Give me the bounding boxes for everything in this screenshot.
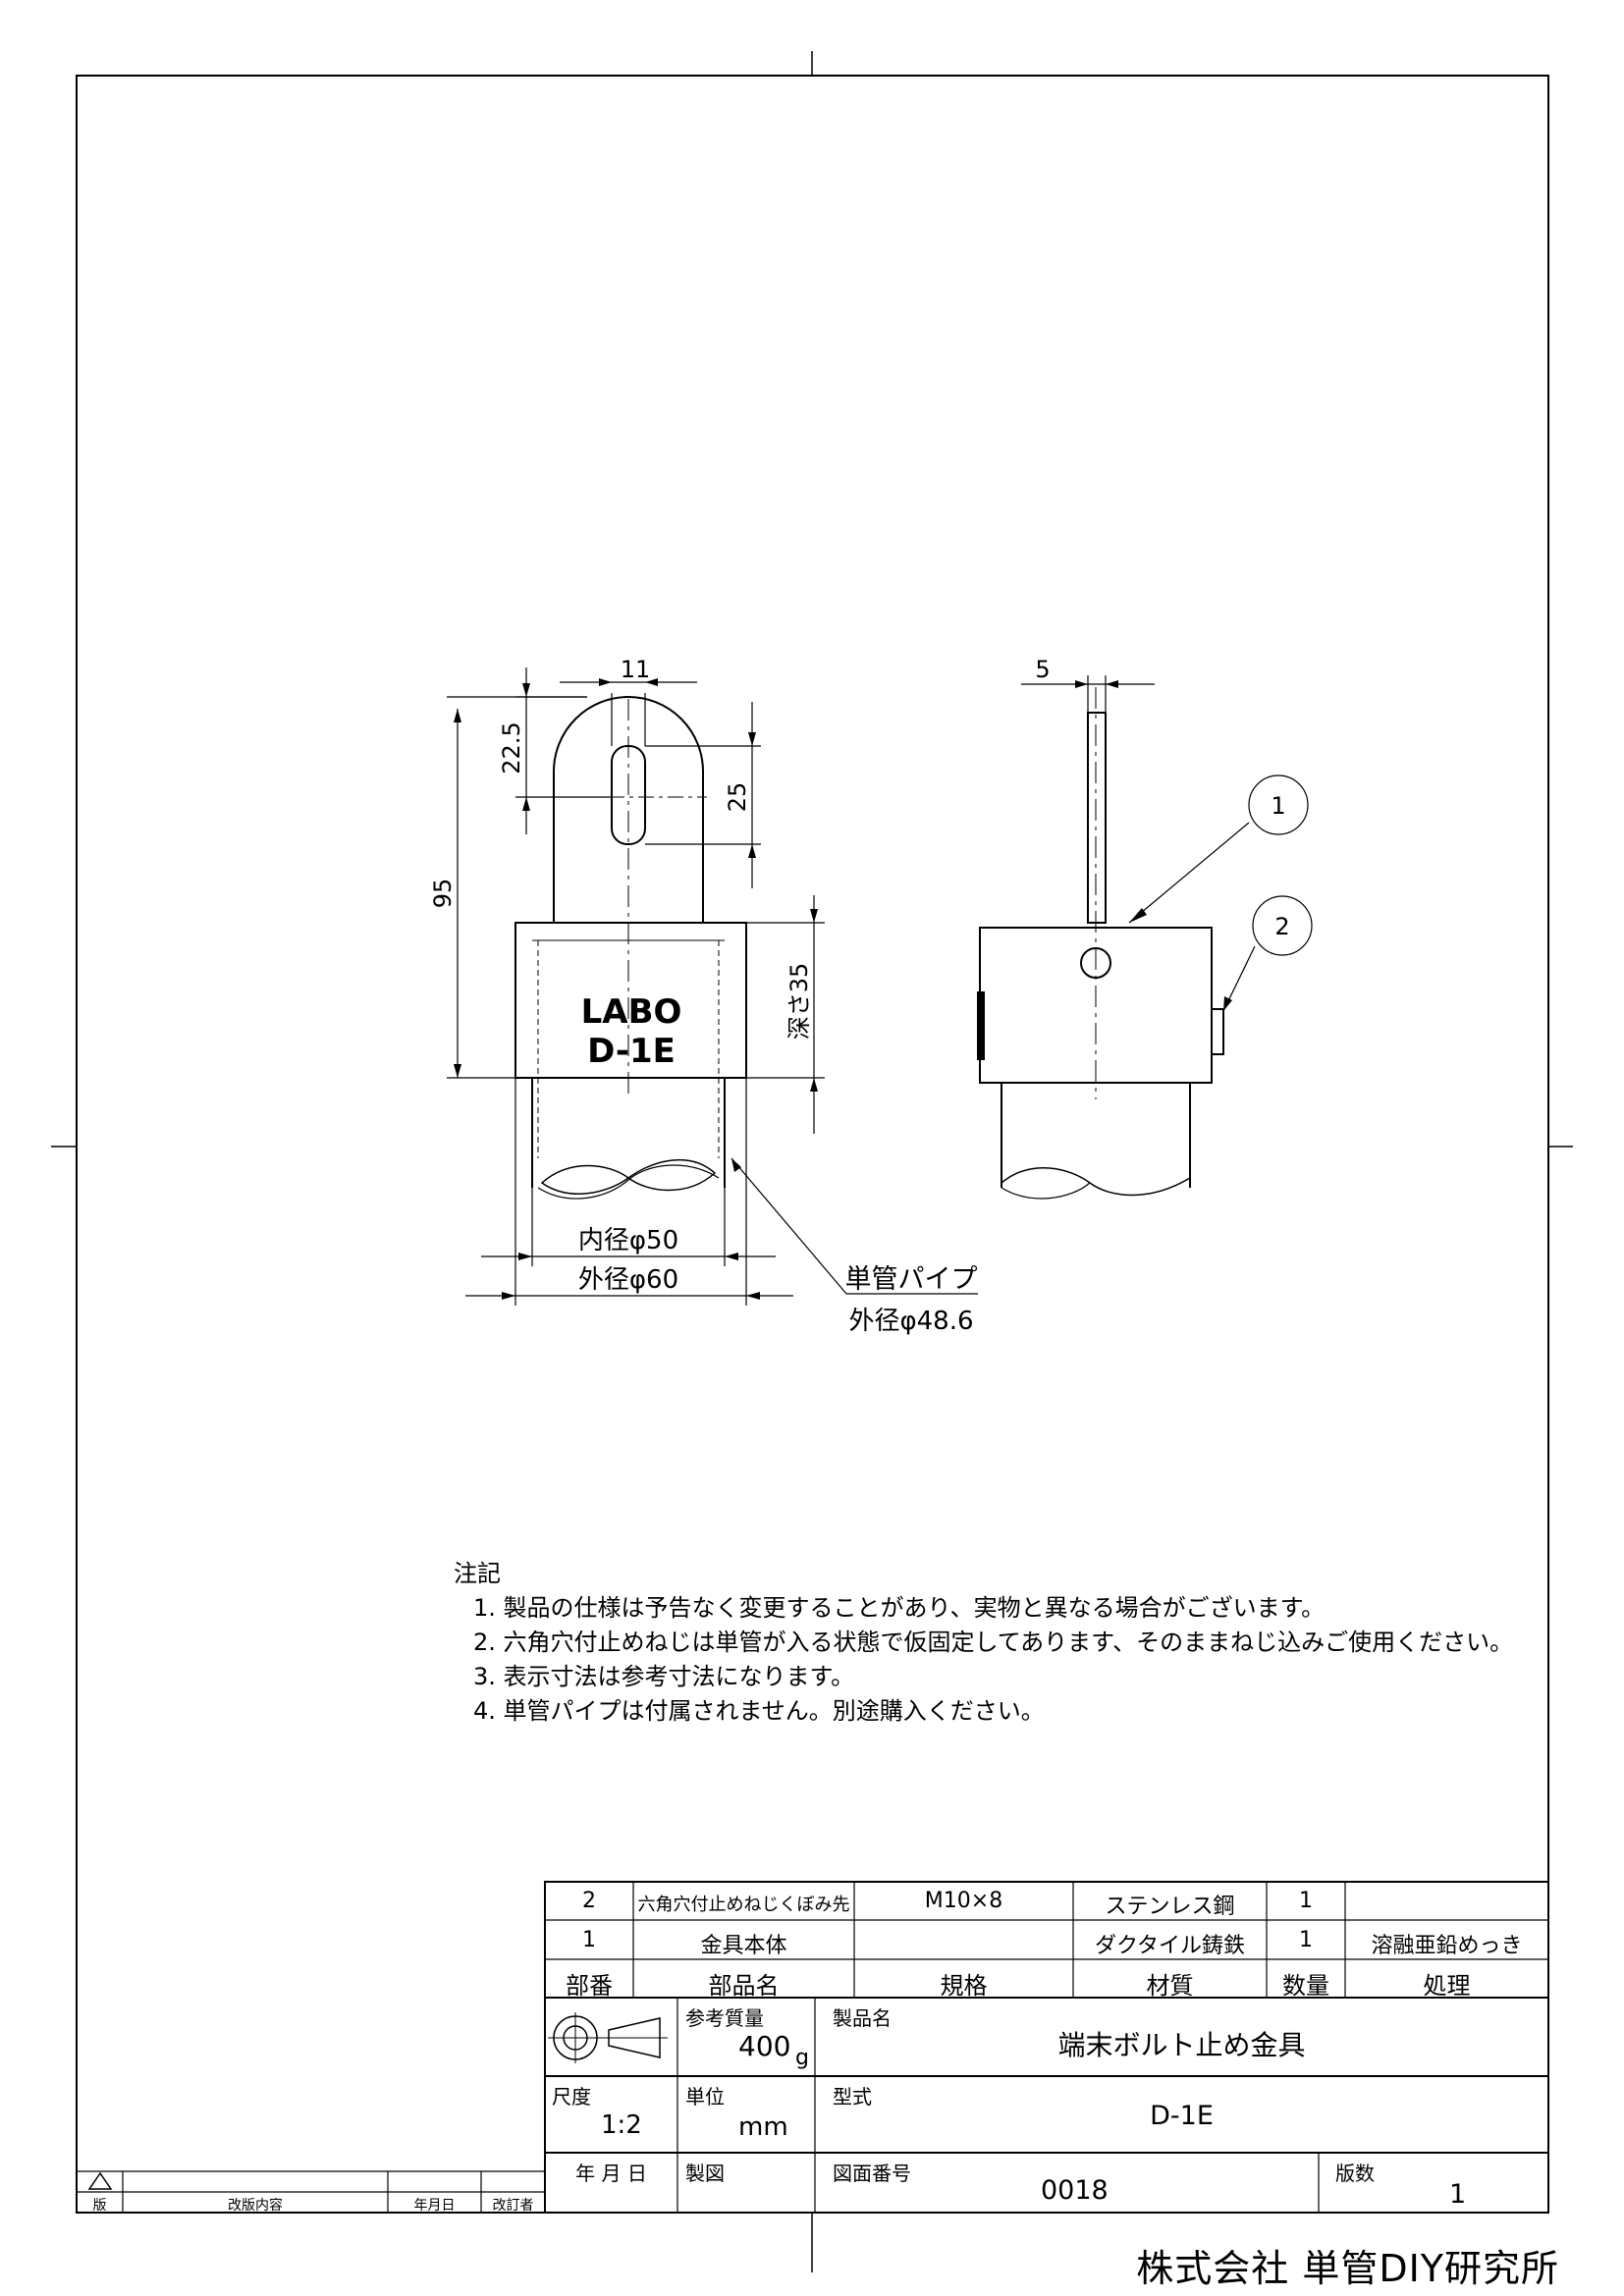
revision-header-content: 改版内容 — [228, 2198, 283, 2214]
unit-value: mm — [738, 2112, 788, 2142]
edition-label: 版数 — [1335, 2162, 1375, 2185]
dim-outer-diameter: 外径φ60 — [578, 1265, 678, 1295]
mass-label: 参考質量 — [685, 2006, 764, 2030]
front-view-arrowheads — [454, 678, 818, 1300]
part-1-treatment: 溶融亜鉛めっき — [1371, 1934, 1523, 1958]
drafter-label: 製図 — [685, 2162, 725, 2185]
part-2-material: ステンレス鋼 — [1105, 1895, 1235, 1919]
header-spec: 規格 — [940, 1972, 988, 2000]
dim-plate-thickness: 5 — [1035, 656, 1050, 683]
edition-value: 1 — [1449, 2179, 1467, 2210]
dim-slot-length: 25 — [724, 782, 751, 813]
revision-header-edition: 版 — [92, 2198, 107, 2214]
front-view — [514, 696, 747, 1200]
note-item-2: 2. 六角穴付止めねじは単管が入る状態で仮固定してあります、そのままねじ込みご使… — [473, 1629, 1514, 1656]
dim-socket-depth: 深さ35 — [785, 963, 813, 1041]
company-name: 株式会社 単管DIY研究所 — [1136, 2247, 1559, 2290]
note-item-1: 1. 製品の仕様は予告なく変更することがあり、実物と異なる場合がございます。 — [473, 1594, 1326, 1622]
dim-total-height: 95 — [429, 879, 457, 909]
mass-value: 400 — [738, 2030, 791, 2062]
scale-label: 尺度 — [552, 2085, 591, 2109]
part-2-quantity: 1 — [1299, 1889, 1313, 1913]
date-label: 年 月 日 — [575, 2162, 647, 2185]
part-1-number: 1 — [582, 1928, 596, 1952]
model-label: 型式 — [833, 2085, 872, 2109]
product-name-label: 製品名 — [833, 2006, 892, 2030]
dim-slot-offset: 22.5 — [498, 721, 525, 774]
revision-header-reviser: 改訂者 — [492, 2198, 534, 2214]
dim-inner-diameter: 内径φ50 — [578, 1226, 678, 1255]
header-part-name: 部品名 — [708, 1972, 780, 2000]
header-treatment: 処理 — [1423, 1972, 1471, 2000]
mass-unit: g — [795, 2046, 809, 2070]
front-view-dimensions — [447, 667, 978, 1306]
side-view — [977, 687, 1224, 1200]
pipe-callout-diameter: 外径φ48.6 — [848, 1307, 973, 1336]
model-value: D-1E — [1150, 2101, 1214, 2131]
product-name: 端末ボルト止め金具 — [1057, 2029, 1306, 2061]
drawing-number: 0018 — [1041, 2175, 1109, 2206]
part-1-name: 金具本体 — [700, 1934, 787, 1958]
notes-heading: 注記 — [454, 1560, 501, 1587]
part-1-quantity: 1 — [1299, 1928, 1313, 1952]
drawing-number-label: 図面番号 — [833, 2162, 911, 2185]
header-material: 材質 — [1146, 1972, 1194, 2000]
side-view-dimensions — [1021, 675, 1313, 1012]
revision-triangle-icon — [87, 2171, 113, 2190]
balloon-2: 2 — [1274, 913, 1289, 940]
note-item-3: 3. 表示寸法は参考寸法になります。 — [473, 1663, 855, 1690]
note-item-4: 4. 単管パイプは付属されません。別途購入ください。 — [473, 1697, 1045, 1725]
side-view-arrowheads — [1075, 680, 1232, 1011]
notes: 注記 1. 製品の仕様は予告なく変更することがあり、実物と異なる場合がございます… — [454, 1557, 1513, 1729]
unit-label: 単位 — [685, 2085, 725, 2109]
part-2-spec: M10×8 — [924, 1889, 1003, 1913]
pipe-callout-name: 単管パイプ — [845, 1264, 978, 1295]
revision-header-date: 年月日 — [413, 2198, 456, 2214]
scale-value: 1:2 — [601, 2110, 642, 2140]
engraving-line-1: LABO — [581, 992, 682, 1032]
dim-slot-width: 11 — [621, 656, 651, 683]
balloon-1: 1 — [1271, 792, 1285, 820]
third-angle-projection-icon — [548, 2012, 668, 2063]
part-1-material: ダクタイル鋳鉄 — [1094, 1934, 1246, 1958]
header-part-number: 部番 — [566, 1972, 613, 2000]
header-quantity: 数量 — [1282, 1972, 1329, 2000]
title-block-grid — [77, 1881, 1549, 2214]
part-2-name: 六角穴付止めねじくぼみ先 — [637, 1895, 850, 1915]
part-2-number: 2 — [582, 1889, 596, 1913]
engraving-line-2: D-1E — [587, 1032, 676, 1071]
